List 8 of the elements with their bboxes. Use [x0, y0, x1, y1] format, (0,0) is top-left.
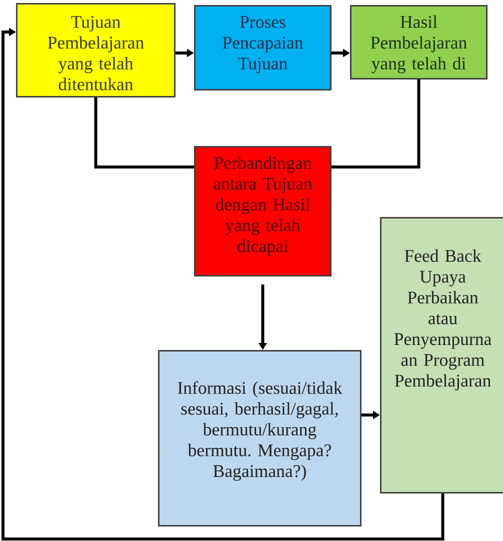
process-box: Tujuan Pembelajaran yang telah ditentukan	[16, 3, 176, 98]
connector-line	[332, 80, 420, 168]
process-box: Informasi (sesuai/tidak sesuai, berhasil/gagal, bermutu/kurang bermutu. Mengapa? Bagaimana?)	[158, 350, 362, 526]
process-box: Feed Back Upaya Perbaikan atau Penyempurna an Program Pembelajaran	[380, 217, 503, 494]
process-box: Hasil Pembelajaran yang telah di	[350, 5, 488, 80]
connector-line	[94, 98, 194, 168]
process-box: Perbandingan antara Tujuan dengan Hasil yang telah dicapai	[194, 146, 332, 276]
process-box: Proses Pencapaian Tujuan	[194, 5, 332, 90]
